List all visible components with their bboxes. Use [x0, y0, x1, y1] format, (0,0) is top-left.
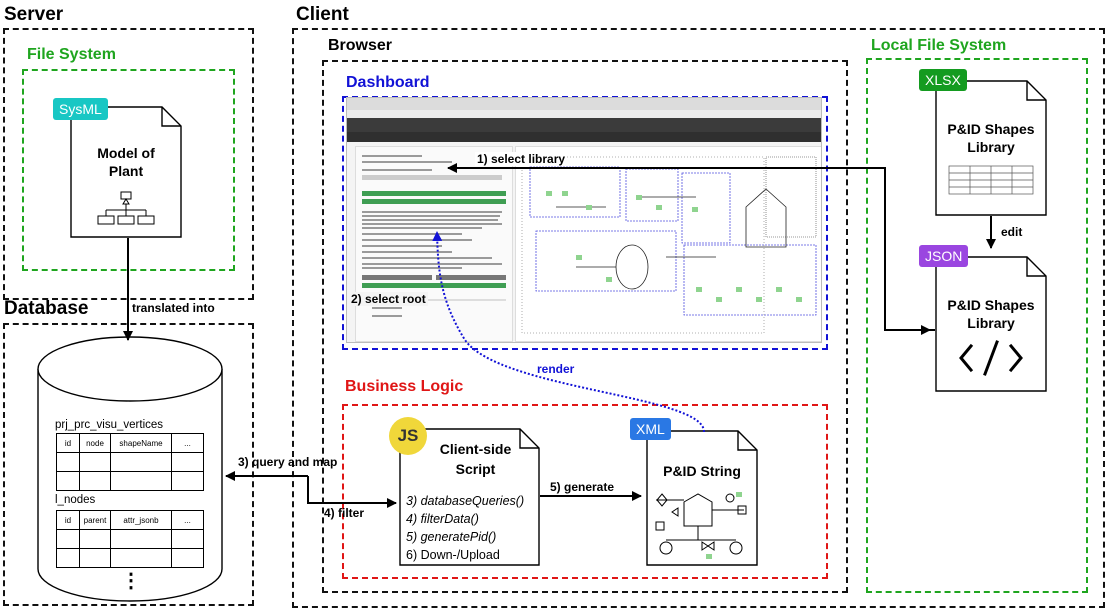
script-step-down-upload: 6) Down-/Upload: [406, 548, 500, 562]
label-translated-into: translated into: [132, 301, 215, 315]
xml-tag: XML: [630, 418, 671, 440]
dashboard-title: Dashboard: [346, 74, 430, 91]
local-file-system-title: Local File System: [871, 37, 1007, 54]
json-library-document: P&ID Shapes Library: [935, 256, 1047, 392]
table-row: [56, 548, 204, 568]
json-library-title-2: Library: [967, 315, 1015, 331]
code-icon: [959, 340, 1023, 376]
edge-filter: [307, 476, 397, 508]
label-select-library: 1) select library: [475, 152, 568, 166]
json-library-title-1: P&ID Shapes: [947, 297, 1035, 313]
browser-title: Browser: [328, 37, 393, 54]
script-step-database-queries: 3) databaseQueries(): [406, 494, 525, 508]
json-tag: JSON: [919, 245, 969, 267]
client-script-document: Client-side Script 3) databaseQueries() …: [399, 428, 540, 566]
database-title: Database: [4, 298, 89, 319]
xlsx-library-document: P&ID Shapes Library: [935, 80, 1047, 216]
client-region: [292, 28, 1105, 608]
js-badge-label: JS: [397, 426, 419, 445]
script-step-filter-data: 4) filterData(): [406, 512, 479, 526]
pid-string-title: P&ID String: [663, 463, 741, 479]
table-row: id node shapeName ...: [56, 433, 204, 453]
server-title: Server: [4, 4, 64, 25]
label-select-root: 2) select root: [349, 292, 428, 306]
client-title: Client: [296, 4, 349, 25]
xlsx-library-title-2: Library: [967, 139, 1015, 155]
table-row: id parent attr_jsonb ...: [56, 510, 204, 530]
table-row: [56, 471, 204, 491]
model-of-plant-title-2: Plant: [108, 163, 144, 179]
file-system-title: File System: [27, 46, 116, 63]
pid-string-document: P&ID String: [646, 430, 758, 566]
sysml-tag: SysML: [53, 98, 108, 120]
edge-select-library: [447, 163, 935, 331]
client-script-title-2: Script: [455, 461, 496, 477]
client-script-title-1: Client-side: [439, 441, 512, 457]
spreadsheet-icon: [948, 165, 1034, 195]
script-step-generate-pid: 5) generatePid(): [406, 530, 497, 544]
table-l-nodes-name: l_nodes: [55, 494, 96, 506]
business-logic-title: Business Logic: [345, 378, 464, 395]
edge-render: [432, 231, 706, 433]
table-l-nodes: id parent attr_jsonb ...: [56, 510, 204, 568]
table-row: [56, 452, 204, 472]
class-diagram-icon: [97, 191, 155, 225]
label-generate: 5) generate: [550, 480, 615, 494]
business-logic-region: [342, 404, 828, 579]
label-query-and-map: 3) query and map: [238, 455, 338, 469]
label-filter: 4) filter: [324, 506, 365, 520]
label-render: render: [537, 362, 575, 376]
table-prj-prc-visu-vertices-name: prj_prc_visu_vertices: [55, 419, 164, 431]
js-badge-icon: JS: [389, 417, 427, 455]
table-prj-prc-visu-vertices: id node shapeName ...: [56, 433, 204, 491]
xlsx-library-title-1: P&ID Shapes: [947, 121, 1035, 137]
label-edit: edit: [1001, 225, 1023, 239]
model-of-plant-title-1: Model of: [97, 145, 155, 161]
table-row: [56, 529, 204, 549]
model-of-plant-document: Model of Plant: [70, 106, 182, 238]
local-file-system-region: [866, 58, 1088, 593]
pid-diagram-icon: [655, 493, 747, 555]
browser-region: [322, 60, 848, 593]
more-tables-ellipsis: ⋮: [121, 570, 141, 592]
xlsx-tag: XLSX: [919, 69, 967, 91]
